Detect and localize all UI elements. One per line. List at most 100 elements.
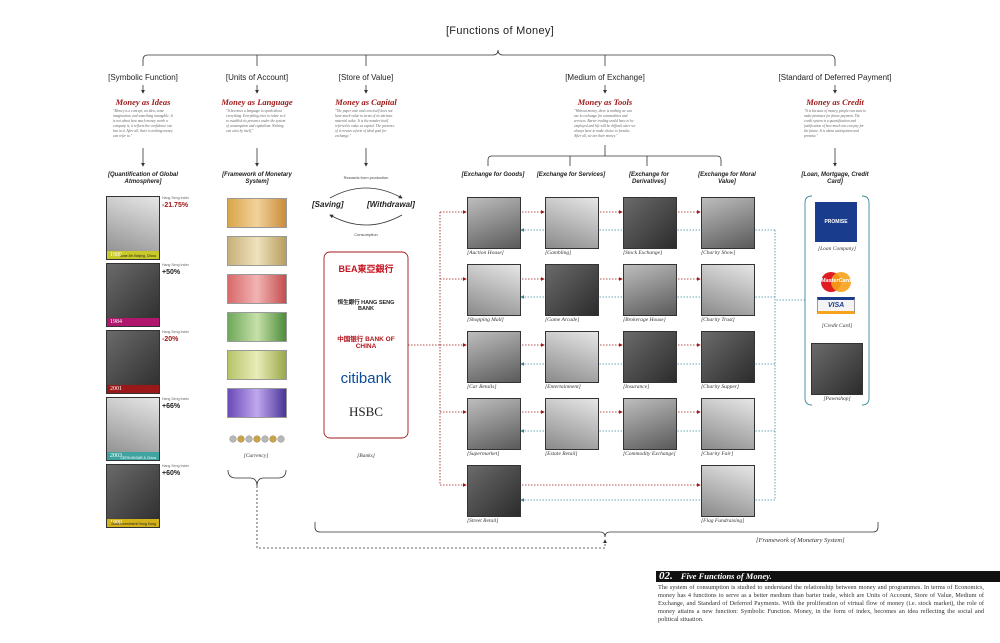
photo-2001: 2001 (106, 330, 160, 394)
index-item-2001: 2001 Hang Seng Index -20% (106, 330, 189, 394)
index-item-1989: 1989 June 4th Beijing, China Hang Seng I… (106, 196, 189, 260)
banks-caption: [Banks] (357, 453, 375, 459)
saving-label: [Saving] (312, 200, 344, 209)
year-badge: 1984 (107, 318, 159, 326)
caption-flag-fundraising: [Flag Fundraising] (701, 518, 745, 524)
function-label-symbolic: [Symbolic Function] (108, 73, 178, 82)
caption-insurance: [Insurance] (623, 384, 650, 390)
photo-street-retail (467, 465, 521, 517)
caption-estate-retail: [Estate Retail] (545, 451, 578, 457)
photo-entertainment (545, 331, 599, 383)
symbolic-heading: [Quantification of Global Atmosphere] (108, 172, 178, 185)
index-change: +60% (162, 470, 181, 477)
photo-stock-exchange (623, 197, 677, 249)
caption-pawnshop: [Pawnshop] (823, 396, 851, 402)
quote-capital: "The paper note and coin itself does not… (335, 109, 395, 138)
photo-supermarket (467, 398, 521, 450)
section-number: 02. (659, 570, 673, 582)
banknote-purple (227, 388, 287, 418)
photo-estate-retail (545, 398, 599, 450)
exchange-col-services: [Exchange for Services] (536, 172, 606, 178)
event-note: June 4th Beijing, China (120, 254, 156, 258)
caption-gambling: [Gambling] (545, 250, 572, 256)
photo-charity-fair (701, 398, 755, 450)
hsi-label: Hang Seng Index (162, 330, 190, 334)
hsi-label: Hang Seng Index (162, 196, 190, 200)
function-label-medium: [Medium of Exchange] (565, 73, 645, 82)
index-item-2003: 2003 CEPA HKSAR & China Hang Seng Index … (106, 397, 189, 461)
function-label-store: [Store of Value] (338, 73, 394, 82)
units-heading: [Framework of Monetary System] (222, 172, 292, 185)
photo-flag-fundraising (701, 465, 755, 517)
credit-heading: [Loan, Mortgage, Credit Card] (801, 172, 869, 185)
caption-entertainment: [Entertainment] (545, 384, 581, 390)
money-as-language-title: Money as Language (221, 97, 293, 107)
section-title: Five Functions of Money. (680, 571, 772, 581)
caption-charity-show: [Charity Show] (701, 250, 736, 256)
money-as-capital-title: Money as Capital (335, 97, 397, 107)
year-badge: 2001 (107, 385, 159, 393)
exchange-col-derivatives: [Exchange for Derivatives] (628, 172, 669, 185)
exchange-col-goods: [Exchange for Goods] (461, 172, 525, 178)
caption-commodity-exchange: [Commodity Exchange] (623, 451, 676, 457)
bank-logo-hsbc: HSBC (349, 404, 383, 419)
caption-game-arcade: [Game Arcade] (545, 317, 580, 323)
photo-charity-show (701, 197, 755, 249)
framework-label: [Framework of Monetary System] (756, 537, 845, 544)
diagram-title: [Functions of Money] (445, 25, 555, 37)
caption-charity-fair: [Charity Fair] (701, 451, 734, 457)
caption-charity-trust: [Charity Trust] (701, 317, 735, 323)
photo-1999: 1999 Stock Investment Hong Kong (106, 464, 160, 528)
index-change: -20% (162, 336, 179, 343)
photo-brokerage-house (623, 264, 677, 316)
banknote-olive (227, 350, 287, 380)
caption-stock-exchange: [Stock Exchange] (623, 250, 663, 256)
mastercard-text: MasterCard (820, 278, 852, 284)
quote-credit: "It is because of money, people can star… (804, 109, 866, 138)
function-label-units: [Units of Account] (225, 73, 289, 82)
banknote-orange (227, 198, 287, 228)
quote-ideas: "Money is a concept, an idea, some imagi… (113, 109, 173, 138)
hsi-label: Hang Seng Index (162, 263, 190, 267)
photo-gambling (545, 197, 599, 249)
consumption-note: Consumption (354, 232, 378, 237)
index-change: +66% (162, 403, 181, 410)
banknote-green (227, 312, 287, 342)
money-as-ideas-title: Money as Ideas (115, 97, 171, 107)
quote-language: "It becomes a language to speak about ev… (226, 109, 286, 133)
section-body: The system of consumption is studied to … (658, 584, 984, 623)
currency-caption: [Currency] (243, 453, 269, 459)
caption-charity-supper: [Charity Supper] (701, 384, 740, 390)
caption-auction-house: [Auction House] (467, 250, 504, 256)
event-note: CEPA HKSAR & China (120, 456, 156, 460)
bank-logo-bank-of-china: 中国银行 BANK OF CHINA (337, 336, 395, 350)
year-badge: 2003 (107, 452, 159, 460)
quote-tools: "Without money, there is nothing we can … (574, 109, 636, 138)
promise-logo: PROMISE (815, 202, 857, 242)
caption-car-retails: [Car Retails] (467, 384, 497, 390)
money-as-tools-title: Money as Tools (577, 97, 633, 107)
visa-logo: VISA (817, 297, 855, 314)
photo-insurance (623, 331, 677, 383)
photo-commodity-exchange (623, 398, 677, 450)
rewards-note: Rewards from production (343, 175, 389, 180)
photo-shopping-mall (467, 264, 521, 316)
index-change: +50% (162, 269, 181, 276)
photo-game-arcade (545, 264, 599, 316)
photo-2003: 2003 CEPA HKSAR & China (106, 397, 160, 461)
caption-shopping-mall: [Shopping Mall] (467, 317, 504, 323)
banknote-beige (227, 236, 287, 266)
caption-loan-company: [Loan Company] (817, 246, 857, 252)
coins (229, 430, 285, 448)
photo-car-retails (467, 331, 521, 383)
mastercard-logo: MasterCard (817, 271, 855, 293)
money-as-credit-title: Money as Credit (806, 97, 864, 107)
photo-1984: 1984 (106, 263, 160, 327)
photo-auction-house (467, 197, 521, 249)
photo-pawnshop (811, 343, 863, 395)
caption-credit-card: [Credit Card] (821, 323, 853, 329)
photo-1989: 1989 June 4th Beijing, China (106, 196, 160, 260)
index-item-1984: 1984 Hang Seng Index +50% (106, 263, 189, 327)
year-badge: 1989 (107, 251, 159, 259)
